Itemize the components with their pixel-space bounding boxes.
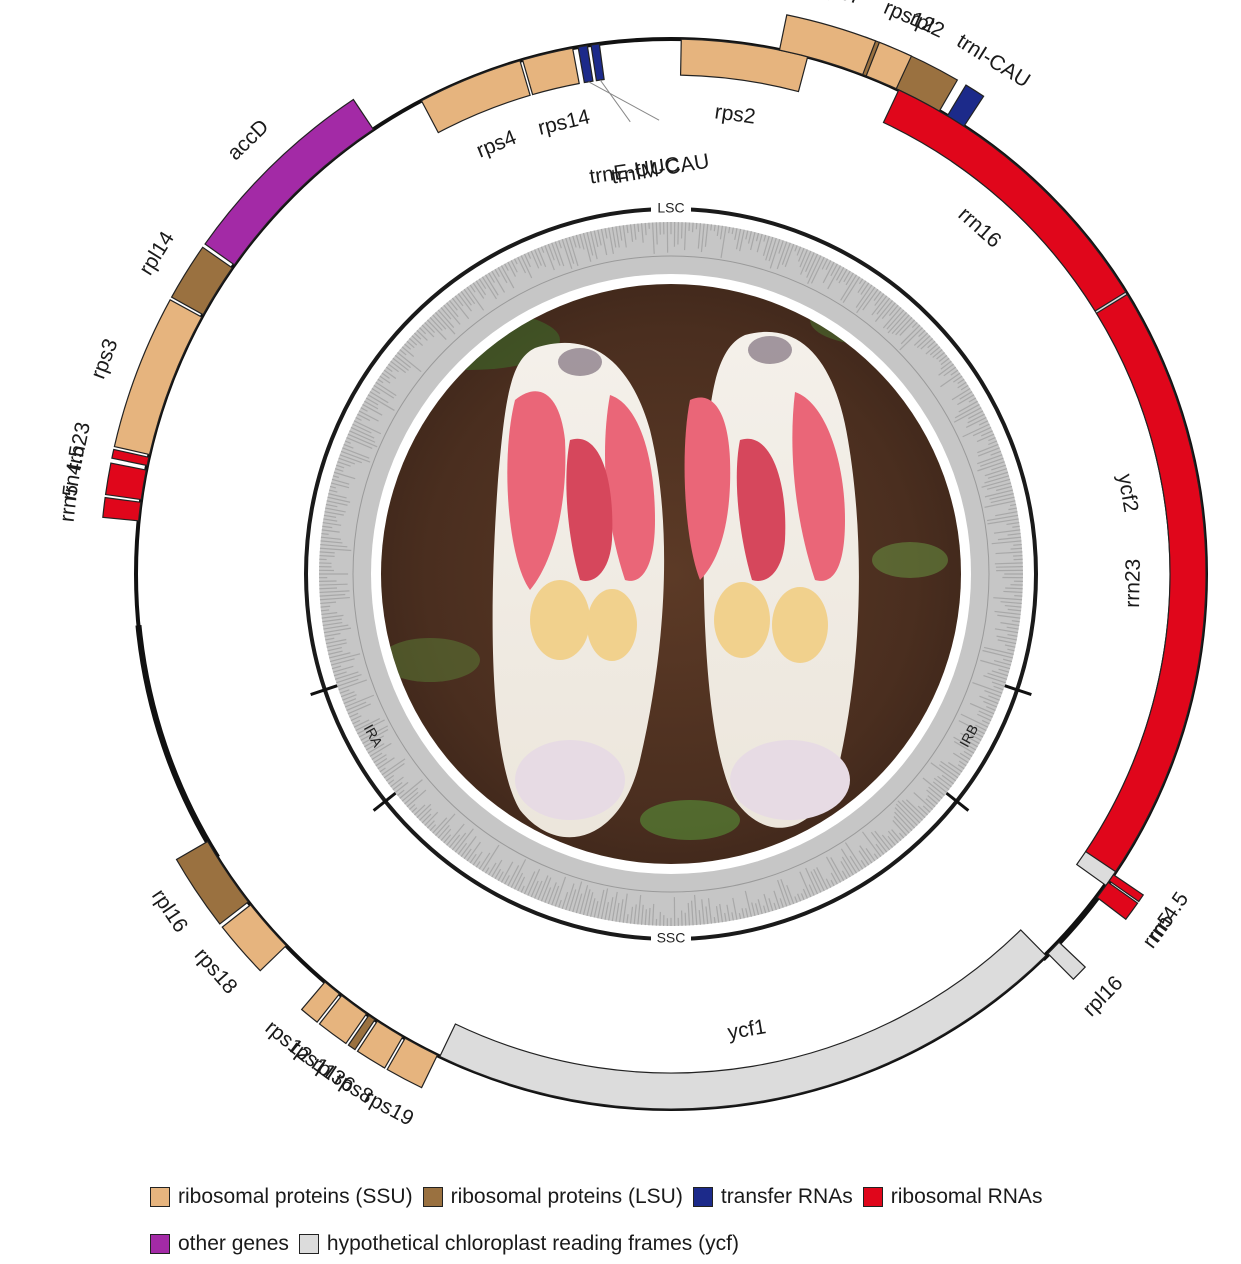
gc-bar: [638, 224, 639, 232]
legend-label: other genes: [178, 1232, 289, 1256]
gene-rrn5: [103, 497, 141, 520]
legend-item-ycf: hypothetical chloroplast reading frames …: [299, 1232, 739, 1256]
gene-label: rrn4.5: [1143, 888, 1193, 946]
legend-swatch: [423, 1187, 443, 1207]
gene-label: accD: [223, 115, 273, 165]
gene-rps3: [114, 300, 201, 455]
gene-label: rps19: [360, 1086, 417, 1131]
legend-swatch: [693, 1187, 713, 1207]
gc-bar: [714, 917, 715, 923]
gene-rpl16: [176, 842, 248, 924]
gc-bar: [1013, 545, 1021, 546]
legend-item-other: other genes: [150, 1232, 289, 1256]
chloroplast-genome-map: ycf2trnI-CAUrpl2rps2trnE-UUCtrnfM-CAUrps…: [0, 0, 1241, 1160]
gene-label: rpl14: [135, 227, 179, 279]
legend-swatch: [863, 1187, 883, 1207]
gene-rrn4-5: [106, 463, 147, 499]
gene-label: rps7: [819, 0, 865, 9]
gene-label: ycf1: [726, 1015, 768, 1044]
legend-label: hypothetical chloroplast reading frames …: [327, 1232, 739, 1256]
region-label-ssc: SSC: [657, 930, 686, 946]
legend-label: transfer RNAs: [721, 1185, 853, 1209]
legend-label: ribosomal proteins (LSU): [451, 1185, 683, 1209]
backbone-ir-segment: [135, 625, 219, 859]
label-leader-line: [600, 80, 630, 122]
gene-accd: [205, 100, 373, 265]
gene-rpl16: [1048, 942, 1085, 979]
gene-label: rpl16: [147, 885, 192, 937]
gc-bar: [319, 556, 334, 557]
gene-label: rps3: [87, 336, 123, 382]
legend-item-rrna: ribosomal RNAs: [863, 1185, 1043, 1209]
legend-item-lsu: ribosomal proteins (LSU): [423, 1185, 683, 1209]
fruit-photo: [380, 284, 961, 864]
gene-label: rps18: [190, 944, 242, 999]
gc-bar: [996, 567, 1023, 568]
gene-label: rrn5: [56, 483, 83, 523]
gene-label: rrn16: [954, 203, 1006, 253]
gene-rps14: [523, 48, 580, 94]
gene-label: rps12: [881, 0, 938, 38]
gc-bar: [711, 224, 712, 230]
gc-bar: [1005, 588, 1023, 589]
gene-label: rps2: [713, 100, 757, 128]
gene-rps4: [421, 61, 530, 133]
legend-label: ribosomal proteins (SSU): [178, 1185, 413, 1209]
gene-label: rps4: [473, 126, 520, 163]
legend-swatch: [150, 1187, 170, 1207]
gene-label: rpl16: [1078, 972, 1127, 1021]
legend-row-1: ribosomal proteins (SSU) ribosomal protei…: [150, 1185, 1052, 1209]
gene-label: ycf2: [1113, 472, 1142, 514]
gc-bar: [714, 225, 715, 231]
gc-bar: [693, 223, 694, 232]
legend-swatch: [299, 1234, 319, 1254]
gc-bar: [682, 222, 683, 238]
gc-bar: [1014, 596, 1022, 597]
region-label-lsc: LSC: [657, 200, 684, 216]
label-leader-line: [589, 82, 659, 120]
legend-label: ribosomal RNAs: [891, 1185, 1043, 1209]
gene-rrn23: [1086, 294, 1206, 871]
gene-trne-uuc: [591, 44, 604, 81]
gene-label: rps14: [536, 105, 593, 140]
gc-bar: [1011, 548, 1022, 549]
gene-label: trnI-CAU: [953, 29, 1034, 92]
gc-bar: [319, 588, 337, 589]
legend-swatch: [150, 1234, 170, 1254]
gc-bar: [321, 534, 328, 535]
gene-rrn16: [883, 90, 1125, 311]
gc-bar: [685, 913, 686, 926]
legend-item-trna: transfer RNAs: [693, 1185, 853, 1209]
gene-trnfm-cau: [578, 46, 593, 83]
legend-item-ssu: ribosomal proteins (SSU): [150, 1185, 413, 1209]
legend-row-2: other genes hypothetical chloroplast read…: [150, 1232, 749, 1256]
gene-label: rrn23: [1121, 559, 1145, 608]
